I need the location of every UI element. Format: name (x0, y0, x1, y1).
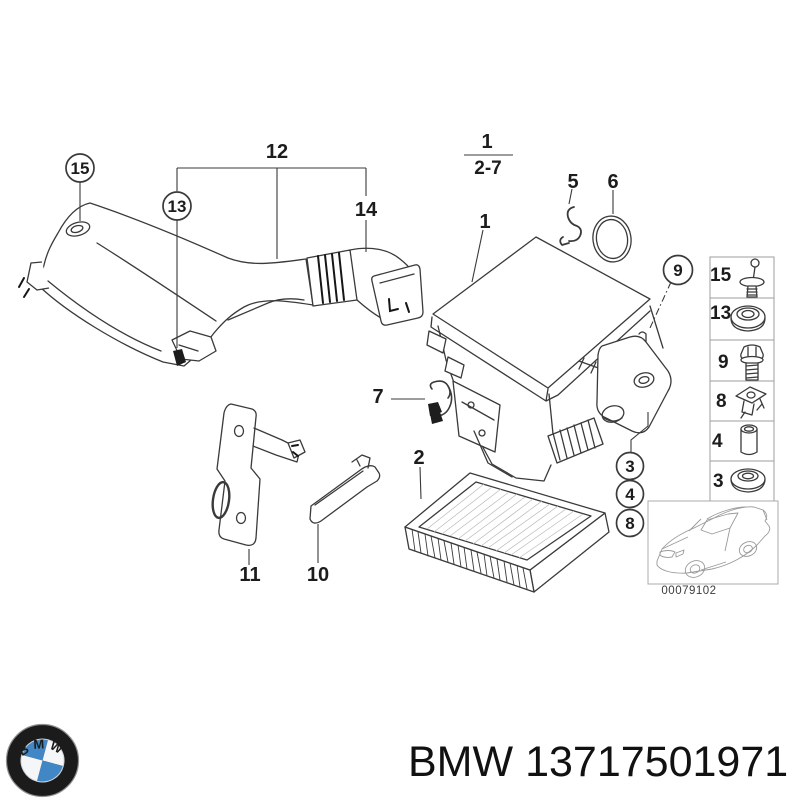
duct-end-cap (371, 264, 424, 326)
sidebar-number-13: 13 (710, 303, 731, 324)
label-5: 5 (567, 171, 578, 193)
label-6: 6 (607, 171, 618, 193)
sidebar-number-15: 15 (710, 265, 732, 286)
sidebar-row: 9 (718, 344, 764, 381)
label-7: 7 (372, 386, 383, 408)
callout-8: 8 (615, 508, 645, 538)
callout-3: 3 (615, 451, 645, 481)
callout-4: 4 (615, 479, 645, 509)
sidebar-row: 13 (710, 303, 766, 332)
svg-text:BMW: BMW (16, 736, 69, 759)
sidebar-row: 15 (710, 258, 765, 298)
sidebar-row: 3 (713, 468, 766, 493)
o-ring-drawing (592, 215, 632, 263)
label-1-fraction-top: 1 (481, 131, 492, 153)
support-rail-drawing (309, 454, 381, 524)
mounting-flange-drawing (596, 331, 672, 434)
callout-3-number: 3 (625, 457, 634, 476)
hose-clamp-drawing (428, 380, 453, 424)
hardware-sidebar: 15 13 9 (709, 256, 775, 502)
callout-4-number: 4 (625, 485, 635, 504)
diagram-ref-code: 00079102 (661, 585, 716, 597)
callout-15: 15 (65, 153, 95, 183)
callout-8-number: 8 (625, 514, 634, 533)
label-1-fraction-range: 2-7 (474, 158, 501, 179)
filter-element-drawing (404, 472, 610, 593)
label-1: 1 (479, 211, 490, 233)
engine-cover-drawing (18, 202, 314, 367)
intake-duct-drawing (306, 247, 424, 326)
callout-9: 9 (662, 254, 694, 286)
label-2: 2 (413, 447, 424, 469)
hex-bolt-icon (740, 344, 764, 381)
sidebar-row: 4 (712, 424, 758, 456)
sidebar-number-4: 4 (712, 431, 723, 452)
air-cleaner-housing-drawing (426, 305, 664, 482)
callout-9-number: 9 (673, 261, 682, 280)
callout-13-number: 13 (168, 197, 187, 216)
sidebar-number-9: 9 (718, 352, 729, 373)
leader-lines (79, 154, 672, 565)
car-sketch (656, 506, 771, 578)
label-10: 10 (307, 564, 329, 586)
expanding-rivet-icon (739, 258, 765, 298)
bracket-drawing (211, 403, 306, 546)
rubber-grommet-icon (730, 468, 766, 493)
sidebar-number-8: 8 (716, 391, 727, 412)
spring-clip-drawing (559, 206, 582, 246)
grommet-icon (730, 305, 766, 332)
spring-nut-icon (735, 386, 767, 419)
spacer-sleeve-icon (740, 424, 758, 456)
callout-15-number: 15 (71, 159, 90, 178)
housing-rib-section (547, 417, 604, 464)
part-number: 13717501971 (525, 738, 788, 786)
label-12: 12 (266, 141, 288, 163)
part-labels: 12 14 1 2-7 1 5 6 7 2 11 10 (239, 131, 618, 586)
sidebar-number-3: 3 (713, 471, 724, 492)
car-thumbnail: 00079102 (647, 500, 779, 597)
bmw-logo-letters: BMW (16, 736, 65, 759)
air-cleaner-cover-drawing (430, 236, 651, 402)
label-11: 11 (239, 564, 260, 586)
brand-name: BMW (408, 738, 514, 786)
callout-13: 13 (162, 191, 192, 221)
sidebar-row: 8 (716, 386, 767, 419)
bmw-logo: BMW (5, 723, 80, 798)
label-14: 14 (355, 199, 378, 221)
cover-side-clip (26, 261, 50, 291)
